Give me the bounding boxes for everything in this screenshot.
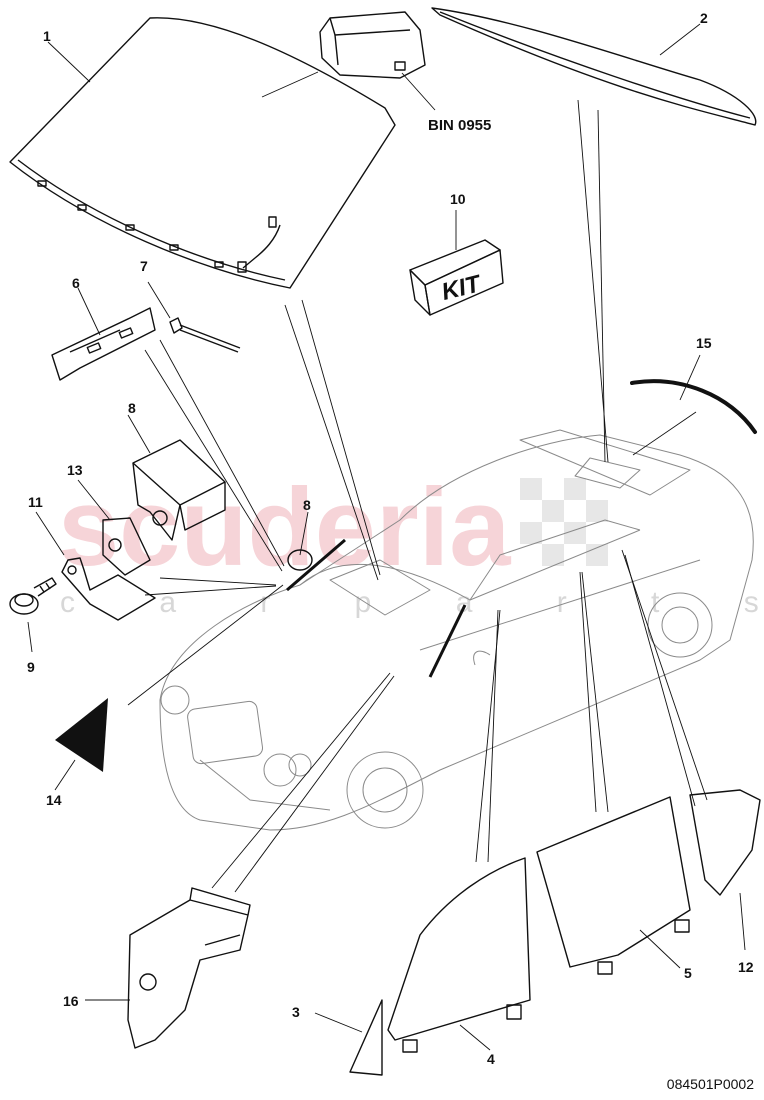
leader-lines: [27, 23, 746, 1051]
callout-4: 4: [487, 1051, 495, 1067]
part-15-seal-strip: [630, 379, 757, 434]
callout-labels: 1 2 3 4 5 6 7 8 8 9 10 11 12 13 14 15 16…: [27, 10, 754, 1067]
callout-14: 14: [46, 792, 62, 808]
front-grille: [187, 700, 264, 765]
part-6-bracket: [51, 307, 156, 381]
part-8-clip-block: [132, 439, 226, 541]
part-12-fixed-window: [689, 789, 761, 896]
callout-8-clip: 8: [128, 400, 136, 416]
bin-label: BIN 0955: [428, 117, 491, 134]
part-13-pad: [102, 517, 151, 576]
watermark-sub-text: c a r p a r t s: [60, 586, 764, 619]
callout-7: 7: [140, 258, 148, 274]
document-code: 084501P0002: [666, 1076, 754, 1092]
callout-1: 1: [43, 28, 51, 44]
part-9-screw: [9, 577, 57, 615]
callout-5: 5: [684, 965, 692, 981]
callout-15: 15: [696, 335, 712, 351]
part-7-rivet: [169, 317, 241, 353]
part-4-front-door-glass: [387, 857, 531, 1053]
bin-0955-module: [319, 11, 426, 79]
callout-8-strip: 8: [303, 497, 311, 513]
callout-6: 6: [72, 275, 80, 291]
callout-10: 10: [450, 191, 466, 207]
callout-9: 9: [27, 659, 35, 675]
part-16-cover: [127, 887, 251, 1049]
watermark-main-text: scuderia: [58, 466, 511, 589]
callout-12: 12: [738, 959, 754, 975]
part-2-rear-window: [431, 7, 757, 126]
part-3-quarter-glass: [349, 999, 383, 1076]
callout-2: 2: [700, 10, 708, 26]
part-8-windscreen-strip: [286, 538, 467, 678]
part-11-bracket-clip: [61, 557, 156, 621]
callout-16: 16: [63, 993, 79, 1009]
callout-13: 13: [67, 462, 83, 478]
part-10-kit-box: KIT: [409, 239, 504, 316]
part-1-windscreen: [9, 17, 396, 289]
part-5-rear-door-glass: [536, 796, 691, 975]
car-outline: [159, 429, 754, 831]
rear-wheel: [647, 592, 713, 658]
front-wheel: [346, 751, 424, 829]
part-14-trim: [55, 698, 108, 772]
callout-3: 3: [292, 1004, 300, 1020]
checkered-flag-logo: [520, 478, 608, 566]
watermark: scuderia c a r p a r t s: [58, 466, 764, 619]
callout-11: 11: [28, 494, 43, 510]
